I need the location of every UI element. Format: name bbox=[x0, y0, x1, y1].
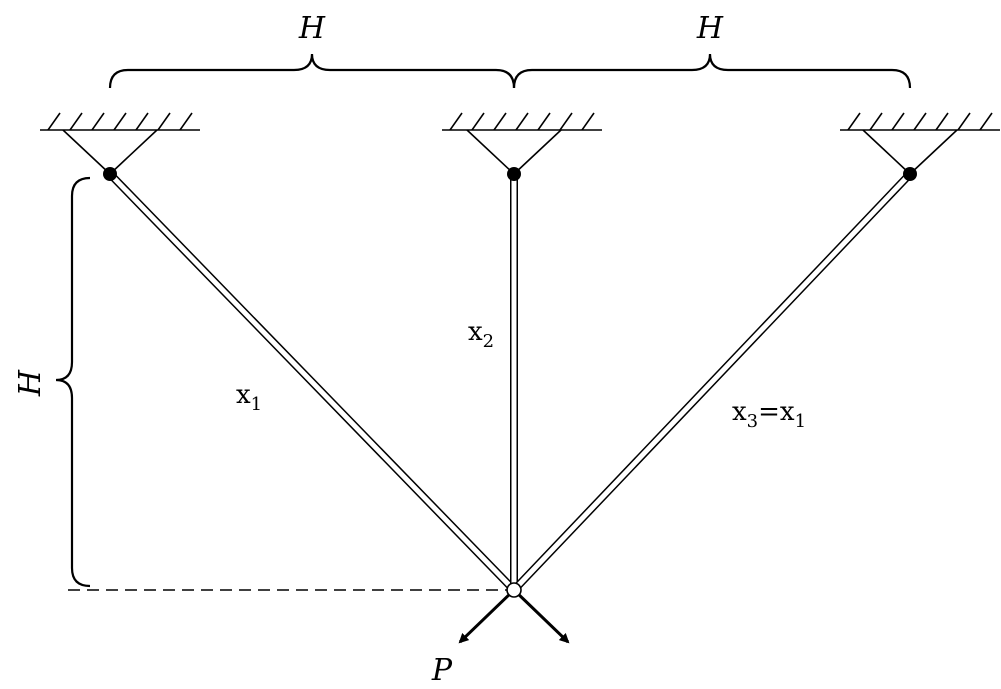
pin-joint-middle bbox=[507, 167, 521, 181]
bar-2-label-sub: 2 bbox=[483, 331, 494, 352]
bar-1-label-base: x bbox=[236, 380, 251, 410]
height-label: H bbox=[13, 369, 48, 397]
bar-3-label-base: x bbox=[732, 397, 747, 427]
span-left-label: H bbox=[298, 11, 326, 46]
bar-1-label: x1 bbox=[236, 380, 262, 415]
support-right bbox=[840, 112, 1000, 175]
load-label: P bbox=[431, 653, 453, 688]
load-arrow-right bbox=[512, 588, 570, 644]
bar-3 bbox=[511, 171, 913, 593]
bar-3-label-base2: x bbox=[780, 397, 795, 427]
pin-joint-left bbox=[103, 167, 117, 181]
bar-3-label-sub2: 1 bbox=[795, 411, 806, 432]
pin-joint-right bbox=[903, 167, 917, 181]
bar-1-label-sub: 1 bbox=[251, 394, 262, 415]
bar-1 bbox=[107, 171, 517, 593]
bar-2-label: x2 bbox=[468, 317, 494, 352]
load-arrow-left bbox=[458, 588, 516, 644]
bar-3-label-sub: 3 bbox=[747, 411, 758, 432]
height-brace bbox=[55, 176, 91, 588]
bar-2-label-base: x bbox=[468, 317, 483, 347]
support-left bbox=[40, 112, 200, 175]
span-right-label: H bbox=[696, 11, 724, 46]
top-dimension-brace bbox=[108, 53, 912, 89]
free-joint bbox=[506, 582, 522, 598]
bar-3-label: x3=x1 bbox=[732, 397, 806, 432]
support-middle bbox=[442, 112, 602, 175]
bar-3-label-eq: = bbox=[758, 397, 780, 427]
